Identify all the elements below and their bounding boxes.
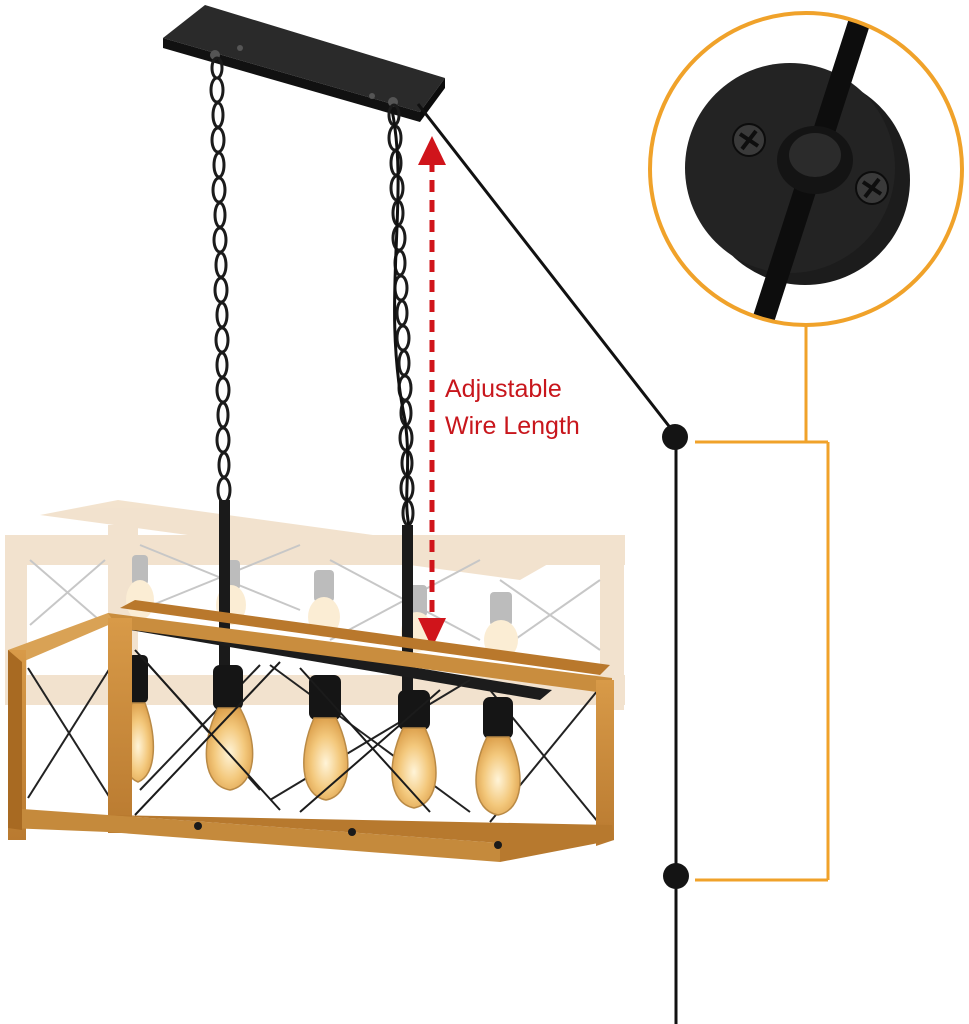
annotation-line-1: Adjustable xyxy=(445,375,562,403)
main-fixture xyxy=(8,600,614,862)
cable-clip-lower xyxy=(663,863,689,889)
right-down-rod xyxy=(402,525,413,695)
callout-leader xyxy=(695,326,830,882)
annotation-line-2: Wire Length xyxy=(445,412,580,440)
ceiling-canopy xyxy=(163,5,445,122)
right-chain xyxy=(387,103,415,527)
cable-clip-upper xyxy=(662,424,688,450)
screw-icon xyxy=(855,171,889,205)
left-down-rod xyxy=(219,500,230,675)
left-chain xyxy=(209,56,232,504)
zoom-callout xyxy=(648,11,964,327)
adjustable-arrow xyxy=(418,136,446,648)
screw-icon xyxy=(732,123,766,157)
power-cord-inner xyxy=(390,109,412,531)
